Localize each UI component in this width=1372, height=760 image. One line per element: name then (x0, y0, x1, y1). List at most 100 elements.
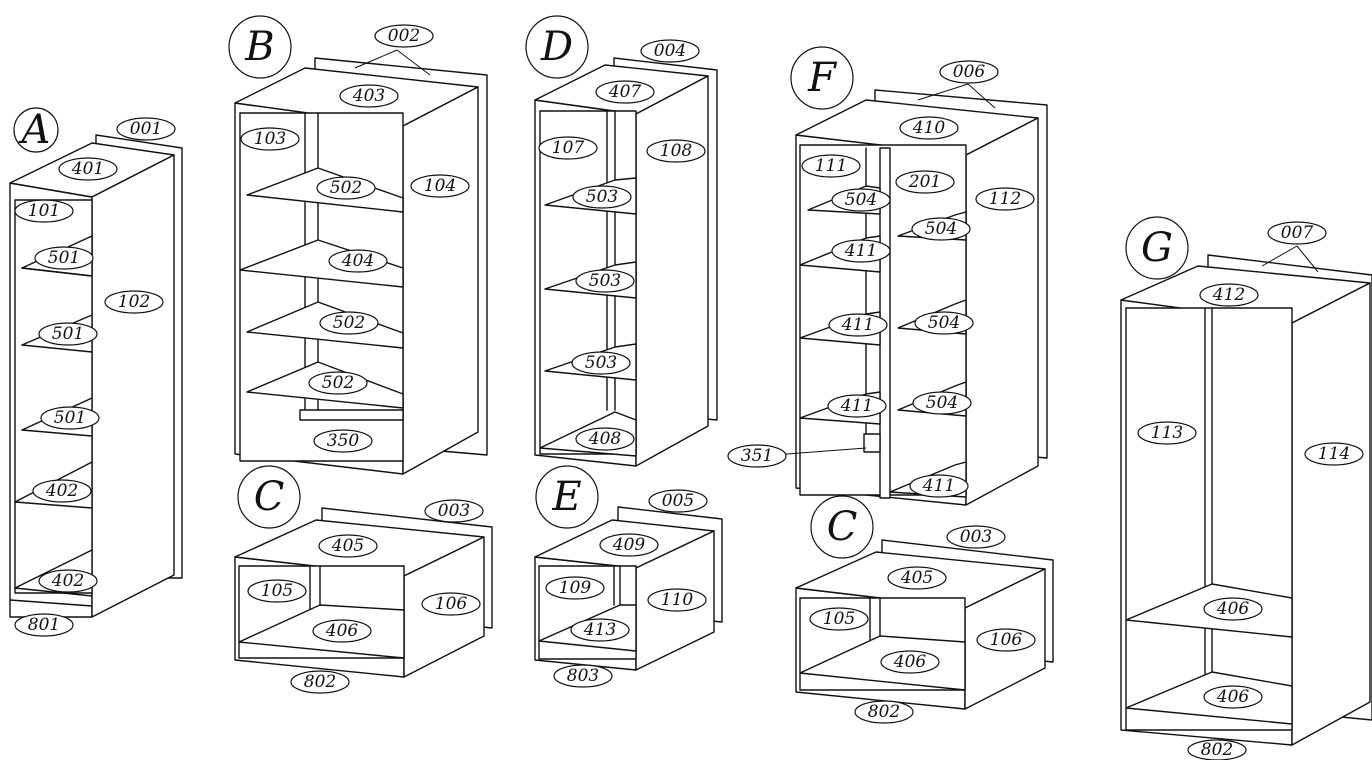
svg-text:503: 503 (585, 353, 617, 373)
svg-text:503: 503 (586, 187, 618, 207)
label-g-back: 007 (1267, 221, 1327, 245)
svg-text:802: 802 (868, 702, 900, 722)
svg-text:106: 106 (990, 630, 1023, 650)
label-f-back: 006 (939, 60, 999, 84)
letter-c-left: C (237, 465, 301, 529)
label-c2-base: 802 (854, 700, 914, 724)
label-c2-left-side: 105 (809, 607, 869, 631)
svg-text:502: 502 (322, 373, 354, 393)
label-d-shelf-3: 503 (571, 351, 631, 375)
svg-text:411: 411 (922, 476, 955, 496)
svg-text:413: 413 (583, 620, 616, 640)
svg-text:F: F (807, 55, 837, 101)
svg-text:802: 802 (1201, 740, 1233, 760)
unit-b-right-side-panel (402, 86, 479, 475)
label-f-left-shelf-3: 411 (828, 313, 888, 337)
svg-text:409: 409 (612, 535, 646, 555)
label-b-shelf-2: 502 (319, 311, 379, 335)
label-c2-bottom: 406 (880, 650, 940, 674)
svg-text:004: 004 (654, 41, 686, 61)
label-f-right-bottom: 411 (909, 474, 969, 498)
label-d-shelf-1: 503 (572, 185, 632, 209)
svg-text:350: 350 (327, 431, 360, 451)
svg-text:408: 408 (588, 429, 622, 449)
svg-text:502: 502 (333, 313, 365, 333)
svg-text:406: 406 (1216, 599, 1250, 619)
label-c1-left-side: 105 (247, 579, 307, 603)
letter-e: E (535, 465, 599, 529)
svg-text:502: 502 (330, 178, 362, 198)
label-e-base: 803 (553, 664, 613, 688)
label-d-right-side: 108 (646, 139, 706, 163)
letter-c-right: C (810, 495, 874, 559)
letter-d: D (525, 15, 589, 79)
svg-text:110: 110 (661, 590, 694, 610)
svg-text:503: 503 (589, 271, 621, 291)
label-a-right-side: 102 (104, 290, 164, 314)
svg-text:406: 406 (325, 621, 359, 641)
svg-text:105: 105 (261, 581, 293, 601)
svg-text:406: 406 (893, 652, 927, 672)
label-a-top: 401 (58, 157, 118, 181)
letter-b: B (228, 15, 292, 79)
svg-text:G: G (1141, 225, 1173, 271)
svg-text:112: 112 (989, 189, 1021, 209)
label-a-fixed-1: 402 (32, 479, 92, 503)
label-f-left-shelf-2: 411 (831, 239, 891, 263)
label-g-top: 412 (1199, 283, 1259, 307)
unit-b-rail (299, 409, 404, 421)
label-f-rail: 351 (727, 444, 787, 468)
unit-d (534, 57, 718, 467)
svg-text:003: 003 (960, 527, 992, 547)
svg-text:401: 401 (71, 159, 104, 179)
label-g-left-side: 113 (1137, 421, 1197, 445)
svg-text:405: 405 (900, 568, 933, 588)
unit-g (1120, 254, 1372, 746)
svg-text:103: 103 (254, 129, 286, 149)
label-d-shelf-2: 503 (575, 269, 635, 293)
svg-text:407: 407 (608, 82, 642, 102)
label-e-right-side: 110 (647, 588, 707, 612)
label-c1-base: 802 (290, 670, 350, 694)
label-a-back: 001 (116, 117, 176, 141)
unit-g-right-side-panel (1291, 282, 1371, 746)
label-d-top: 407 (595, 80, 655, 104)
label-a-base: 801 (14, 613, 74, 637)
svg-text:351: 351 (741, 446, 773, 466)
label-b-shelf-3: 502 (308, 371, 368, 395)
svg-text:403: 403 (352, 86, 385, 106)
unit-a-right-side-panel (91, 154, 175, 618)
label-g-right-side: 114 (1304, 442, 1364, 466)
svg-text:411: 411 (840, 396, 873, 416)
label-f-left-side: 111 (801, 154, 861, 178)
svg-text:005: 005 (662, 491, 694, 511)
svg-text:E: E (551, 474, 581, 520)
label-d-bottom: 408 (575, 427, 635, 451)
svg-text:405: 405 (331, 536, 364, 556)
svg-text:107: 107 (552, 138, 585, 158)
svg-text:504: 504 (845, 190, 877, 210)
label-a-left-side: 101 (14, 199, 74, 223)
unit-f-right-side-panel (965, 117, 1039, 506)
svg-text:102: 102 (118, 292, 150, 312)
svg-text:111: 111 (815, 156, 847, 176)
letter-g: G (1125, 216, 1189, 280)
label-f-right-shelf-1: 504 (911, 217, 971, 241)
svg-text:114: 114 (1318, 444, 1350, 464)
label-f-right-shelf-3: 504 (912, 391, 972, 415)
svg-text:A: A (18, 107, 51, 153)
svg-text:501: 501 (52, 324, 84, 344)
label-g-base: 802 (1187, 739, 1247, 760)
svg-text:412: 412 (1212, 285, 1245, 305)
svg-text:002: 002 (388, 26, 420, 46)
label-b-top: 403 (339, 84, 399, 108)
svg-text:D: D (540, 24, 573, 70)
svg-text:801: 801 (28, 615, 60, 635)
svg-text:108: 108 (660, 141, 693, 161)
svg-text:007: 007 (1281, 223, 1314, 243)
unit-d-right-side-panel (635, 75, 709, 467)
label-c2-top: 405 (887, 566, 947, 590)
label-f-left-shelf-4: 411 (827, 394, 887, 418)
label-b-right-side: 104 (410, 174, 470, 198)
